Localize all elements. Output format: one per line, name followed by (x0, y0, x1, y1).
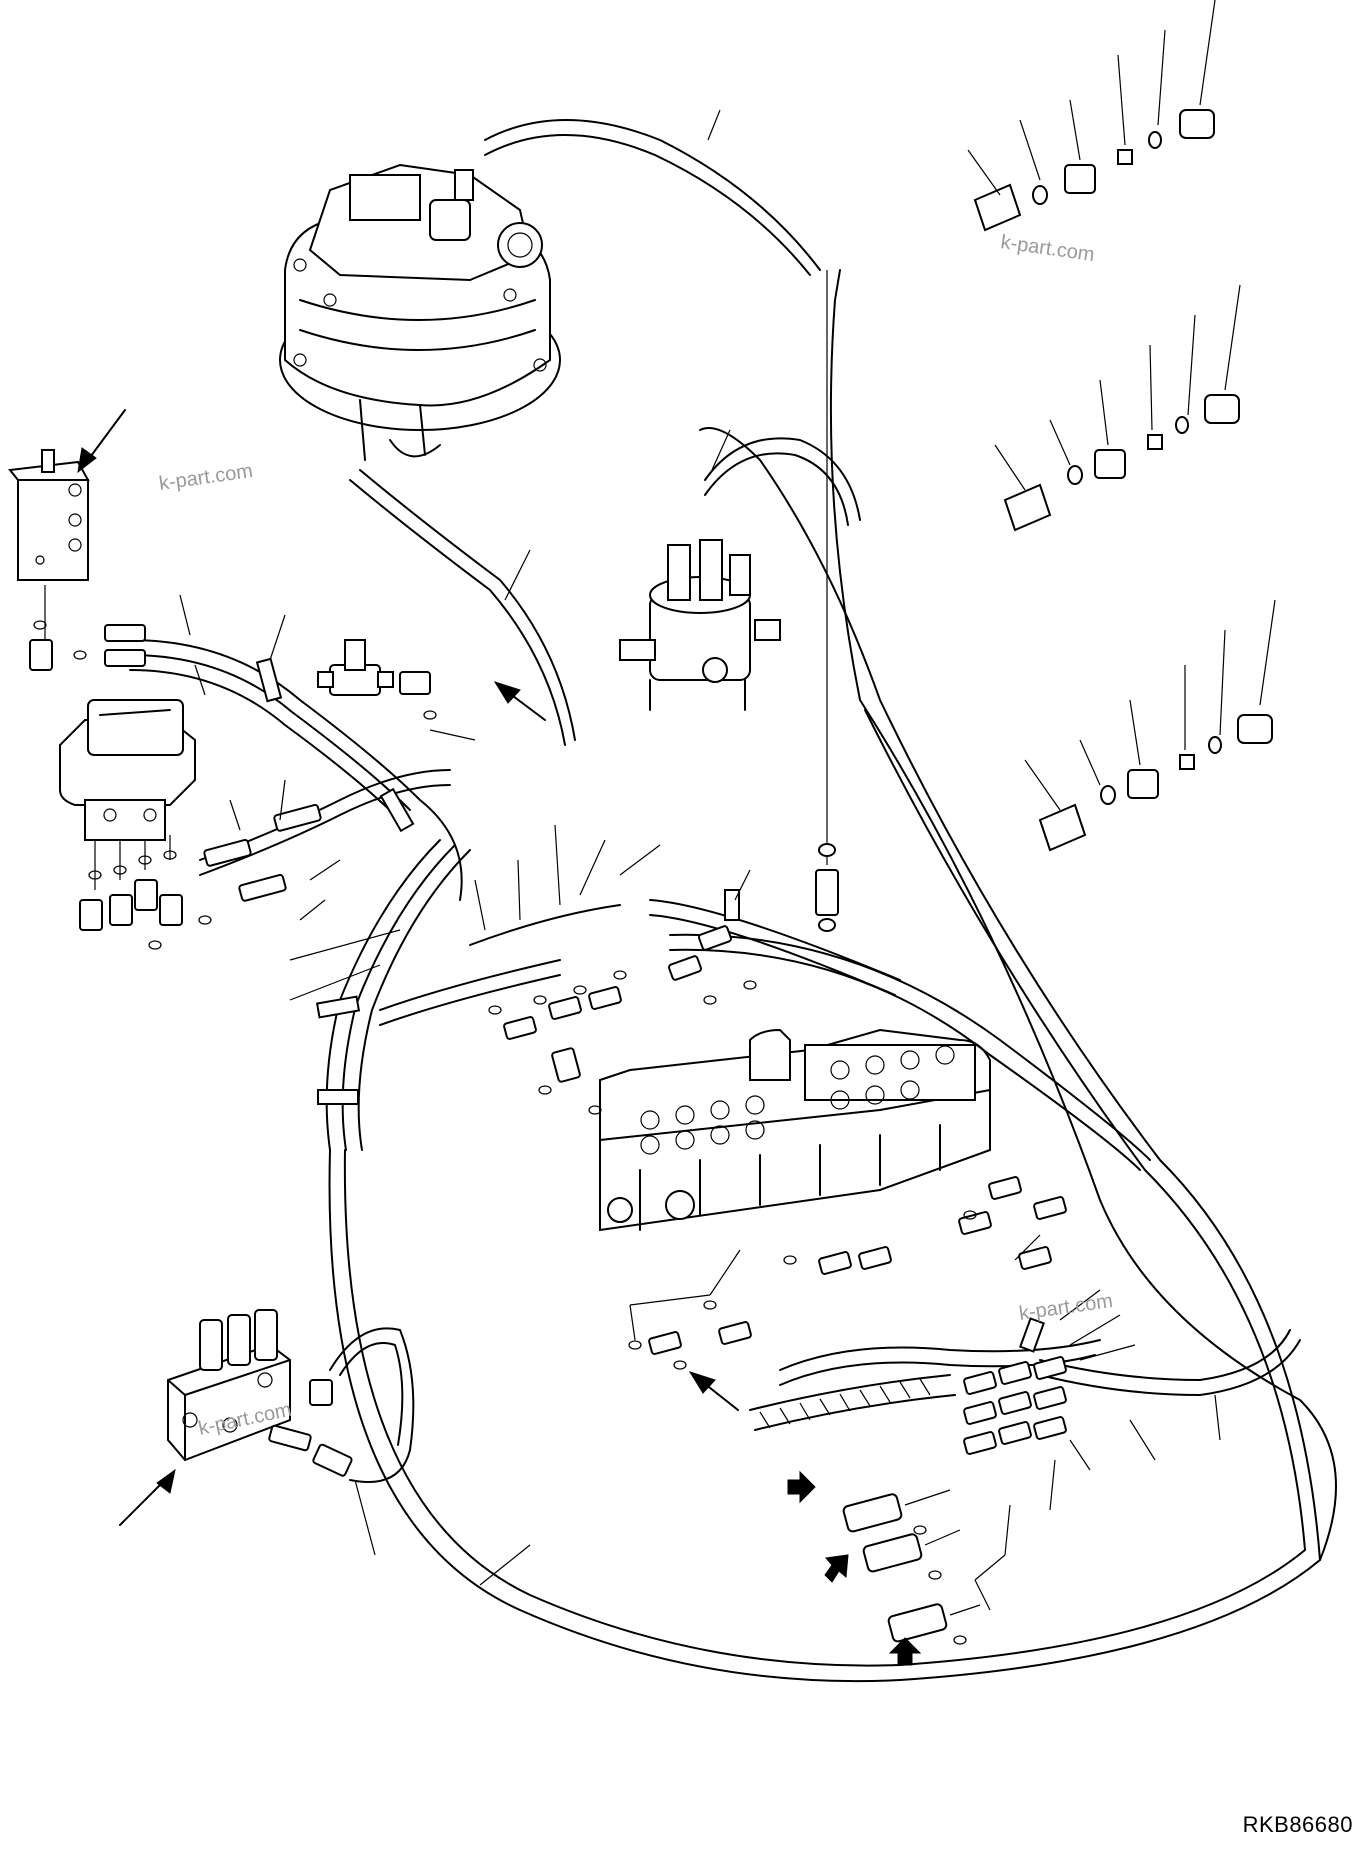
watermarks: k-part.com k-part.com k-part.com k-part.… (158, 231, 1115, 1440)
swing-motor (279, 163, 561, 461)
fitting-group-2 (994, 284, 1241, 532)
o-rings (33, 620, 977, 1645)
ppc-lever-valve (59, 699, 196, 890)
quick-couplers (963, 1356, 1067, 1455)
junction-block (317, 639, 394, 696)
valve-ports (640, 1045, 955, 1155)
drawing-number: RKB86680 (1242, 1812, 1353, 1837)
watermark-text: k-part.com (1018, 1290, 1115, 1325)
fitting-group-3 (1024, 599, 1276, 852)
fitting-group-1 (967, 0, 1216, 232)
watermark-text: k-part.com (999, 231, 1096, 266)
adapter-fittings (29, 270, 1067, 1643)
control-valve (599, 1028, 991, 1232)
solenoid-valve (167, 1309, 291, 1462)
hose-clamps (255, 657, 1045, 1353)
direction-arrows (77, 409, 922, 1666)
leader-lines (179, 109, 1221, 1611)
watermark-text: k-part.com (158, 460, 255, 495)
swivel-joint (619, 539, 781, 711)
ppc-valve (8, 449, 90, 640)
